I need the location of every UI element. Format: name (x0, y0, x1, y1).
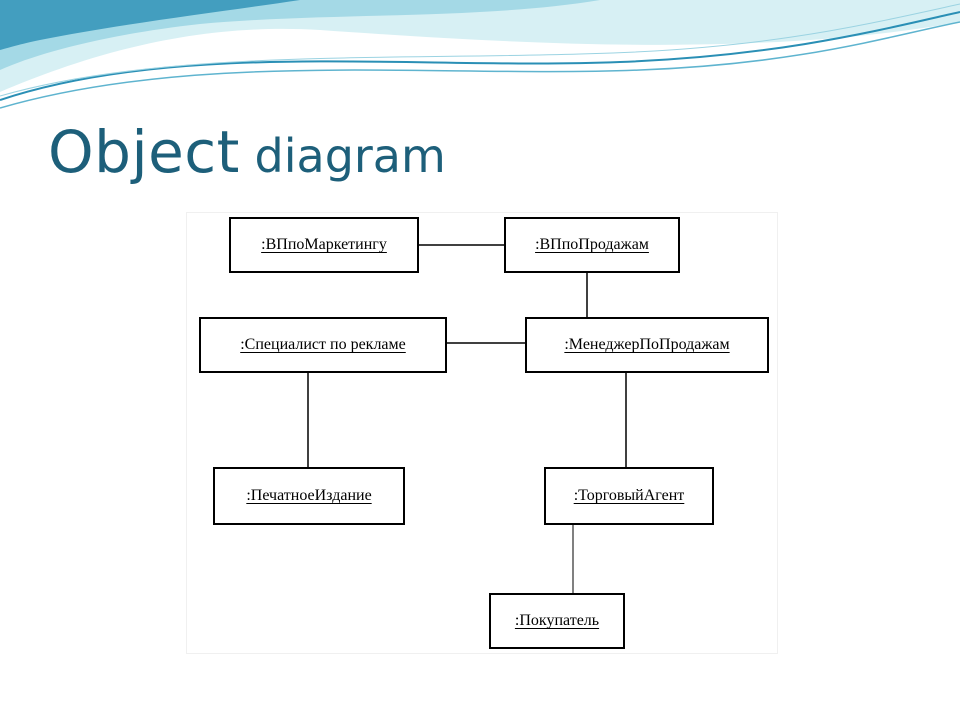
wave-line-3 (0, 3, 960, 97)
object-diagram: :ВПпоМаркетингу :ВПпоПродажам :Специалис… (186, 212, 778, 654)
object-label: :МенеджерПоПродажам (564, 336, 730, 353)
object-label: :ВПпоПродажам (535, 236, 649, 253)
object-sales-manager: :МенеджерПоПродажам (525, 317, 769, 373)
wave-line-1 (0, 11, 960, 101)
wave-line-2 (0, 21, 960, 109)
object-sales-agent: :ТорговыйАгент (544, 467, 714, 525)
wave-dark-band (0, 0, 300, 50)
object-label: :Специалист по рекламе (240, 336, 406, 353)
diagram-links (307, 244, 627, 593)
object-label: :ВПпоМаркетингу (261, 236, 387, 253)
slide-title: Object diagram (48, 118, 446, 186)
object-customer: :Покупатель (489, 593, 625, 649)
object-vp-marketing: :ВПпоМаркетингу (229, 217, 419, 273)
slide-title-sub: diagram (239, 129, 446, 183)
object-label: :ТорговыйАгент (573, 487, 685, 504)
object-label: :Покупатель (514, 612, 600, 629)
object-vp-sales: :ВПпоПродажам (504, 217, 680, 273)
header-wave-decoration (0, 0, 960, 109)
slide-title-main: Object (48, 118, 240, 186)
wave-light-band (0, 0, 960, 92)
object-ad-specialist: :Специалист по рекламе (199, 317, 447, 373)
object-print-edition: :ПечатноеИздание (213, 467, 405, 525)
object-label: :ПечатноеИздание (246, 487, 372, 504)
